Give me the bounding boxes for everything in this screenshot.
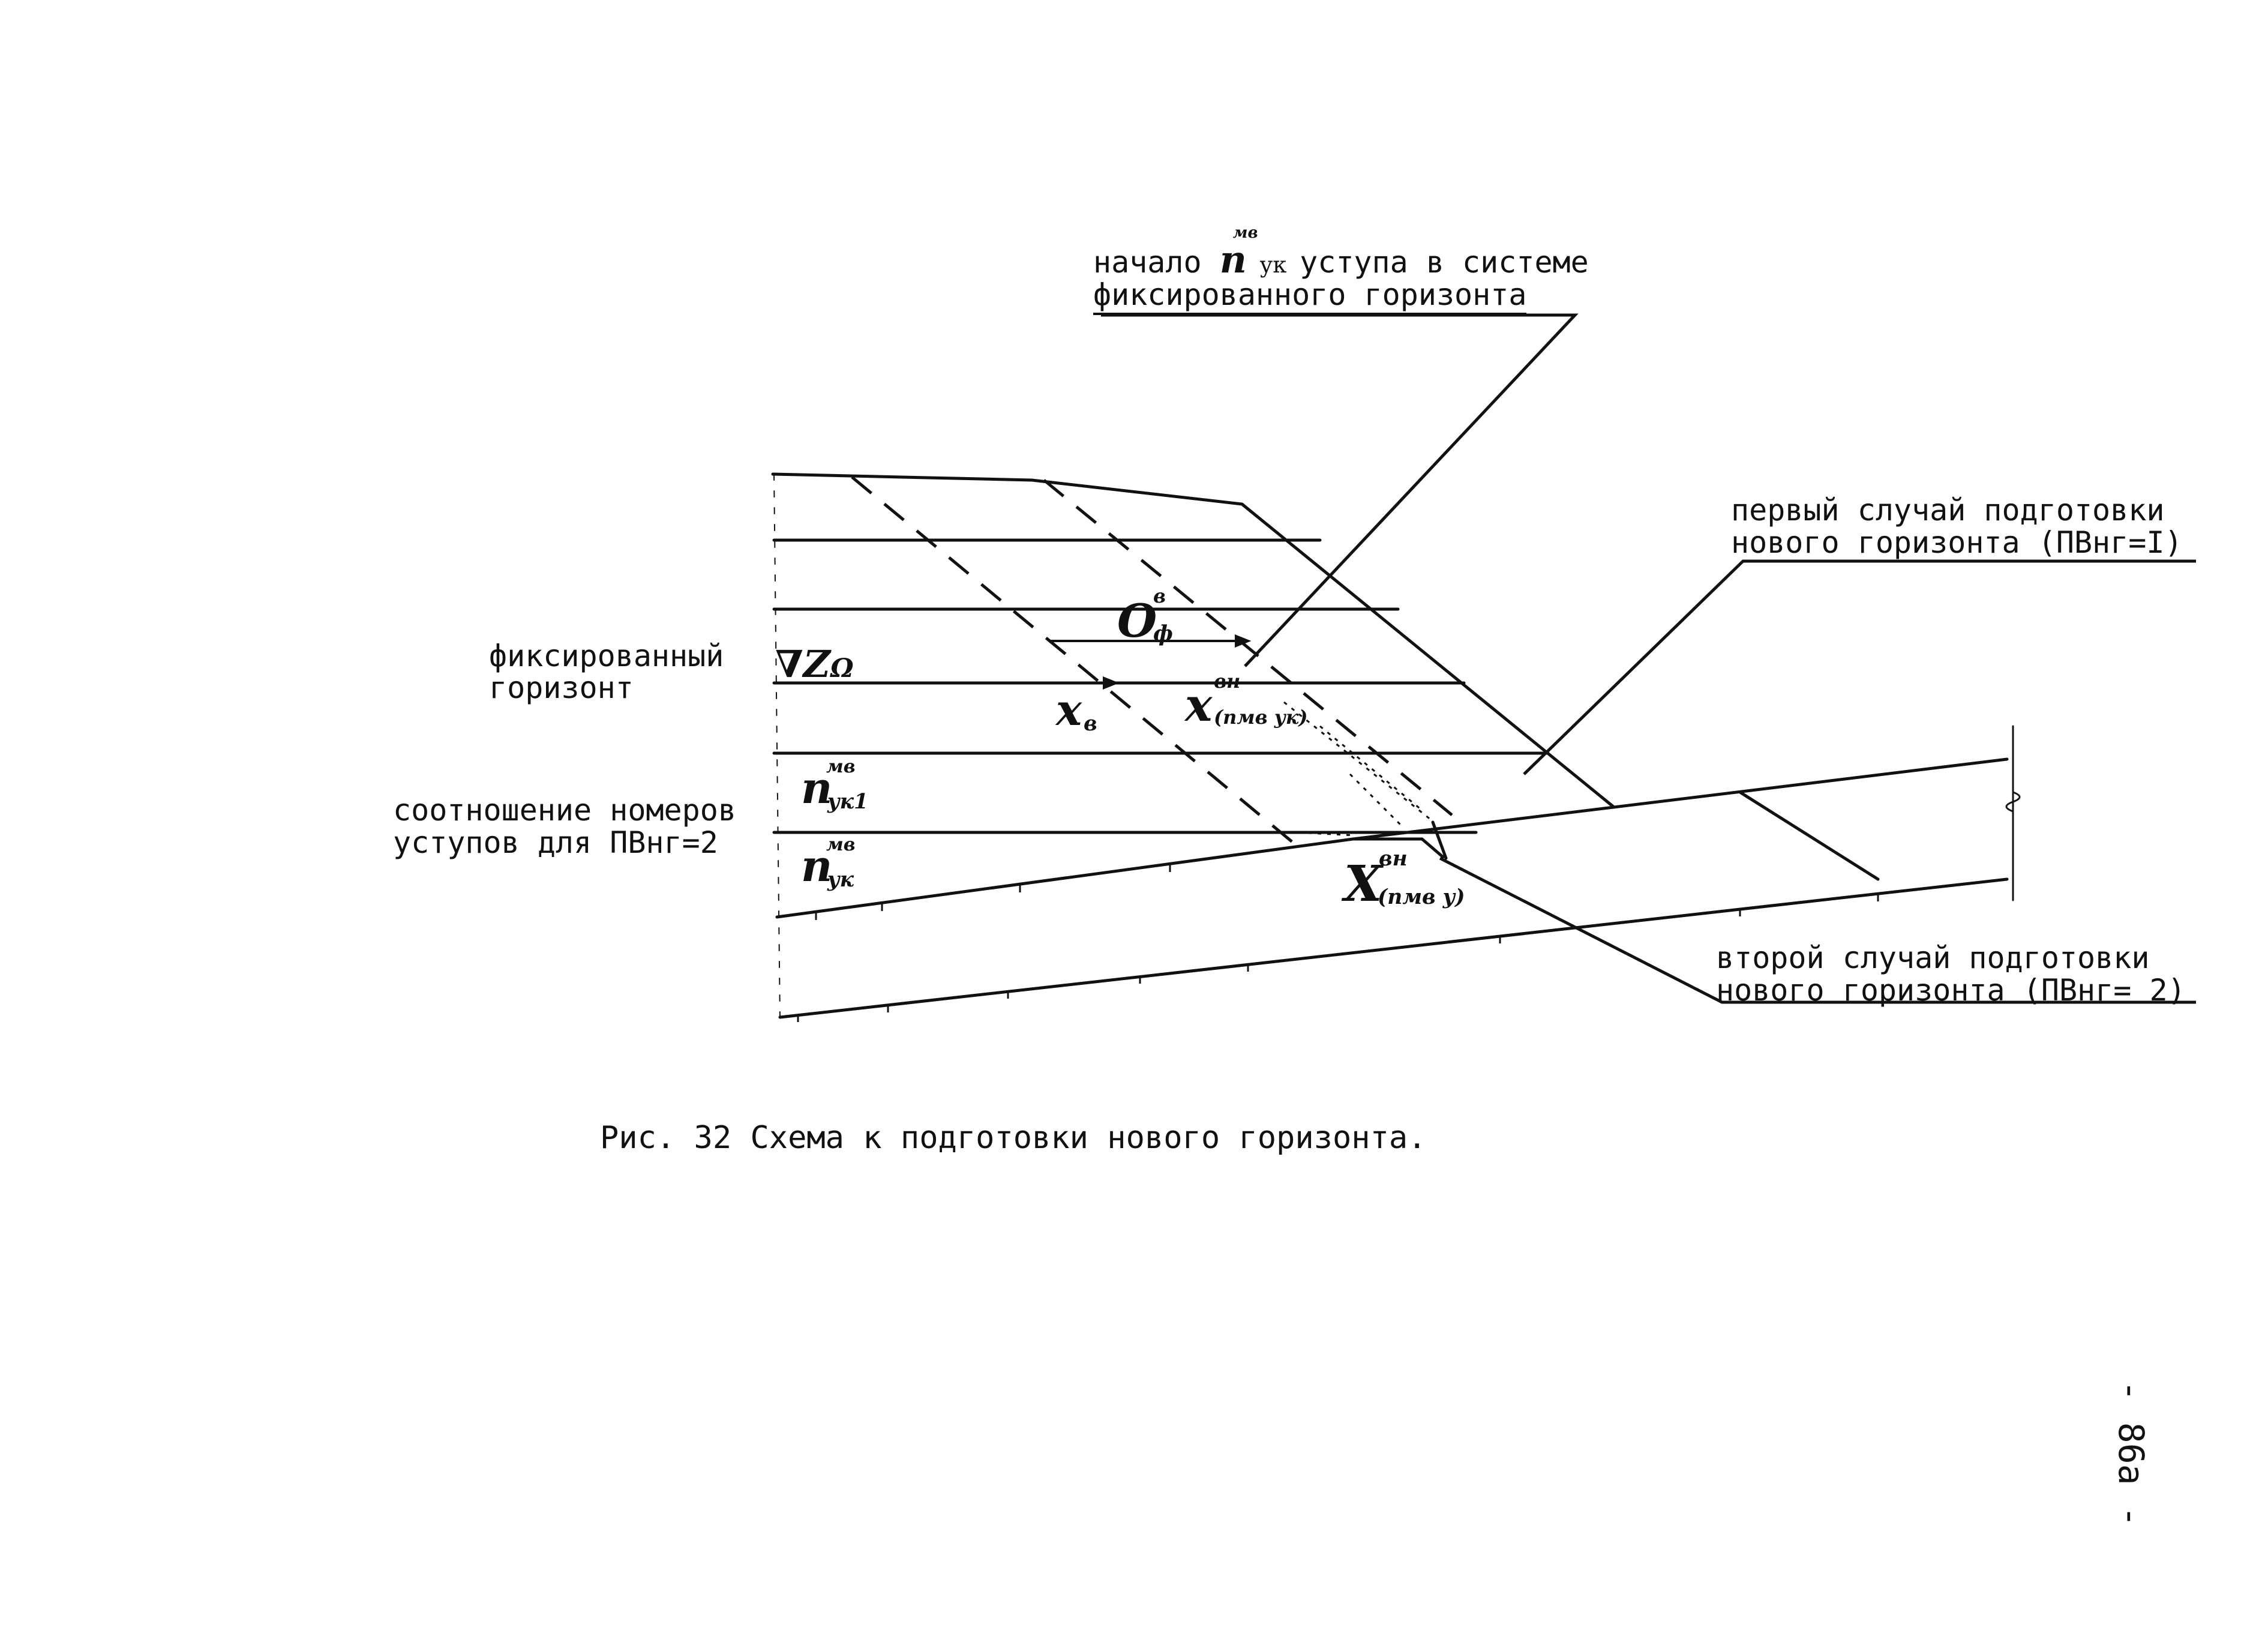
dashed-slope-1 (851, 476, 1297, 846)
top-surface-line (771, 472, 1244, 506)
main-slope-line (1240, 502, 1616, 809)
o-f-symbol: O в ф (1117, 585, 1173, 648)
figure-caption: Рис. 32 Схема к подготовки нового горизо… (600, 1120, 1427, 1156)
leader-second-case (1439, 856, 2196, 1004)
new-horizon-surface-line (1351, 757, 2009, 841)
right-bench-slope (1738, 790, 1880, 881)
new-horizon-upper-line (775, 837, 1355, 919)
right-break-mark (2005, 791, 2021, 813)
page-number: - 86а - (2111, 1380, 2152, 1527)
x-vn-lower-symbol: X вн (nмв у) (1344, 847, 1465, 913)
fixed-horizon-label-line1: фиксированный (489, 639, 724, 673)
v-notch-line (1351, 837, 1445, 859)
n-yk-symbol-lower: n мв ук (801, 834, 856, 892)
first-case-label-line2: нового горизонта (ПВнг=I) (1731, 525, 2183, 560)
first-case-label-line1: первый случай подготовки (1731, 493, 2165, 528)
left-border (773, 474, 781, 1021)
dashed-slope-2 (1043, 479, 1453, 816)
second-case-label-line1: второй случай подготовки (1716, 940, 2150, 975)
bench-ratio-label-line1: соотношение номеров (393, 793, 736, 828)
leader-first-case (1523, 559, 2196, 775)
lower-ground-line (778, 877, 2009, 1019)
leader-start-label (1101, 313, 1579, 667)
start-bench-label-line2: фиксированного горизонта (1093, 278, 1527, 315)
second-case-label-line2: нового горизонта (ПВнг= 2) (1716, 973, 2186, 1008)
bench-ratio-label-line2: уступов для ПВнг=2 (393, 825, 718, 860)
z-omega-symbol: ∇ZΩ (775, 642, 854, 686)
notch-vertical (1431, 820, 1448, 860)
n-yk1-symbol: n мв ук1 (801, 756, 869, 814)
x-v-symbol: x в (1056, 684, 1097, 736)
n-yk-symbol: n мв ук (1219, 224, 1287, 281)
start-bench-label-line1: начало n мв ук уступа в системе (1093, 224, 1589, 281)
fixed-horizon-label-line2: горизонт (489, 670, 634, 705)
x-vn-upper-symbol: x вн (nмв ук) (1185, 670, 1308, 732)
